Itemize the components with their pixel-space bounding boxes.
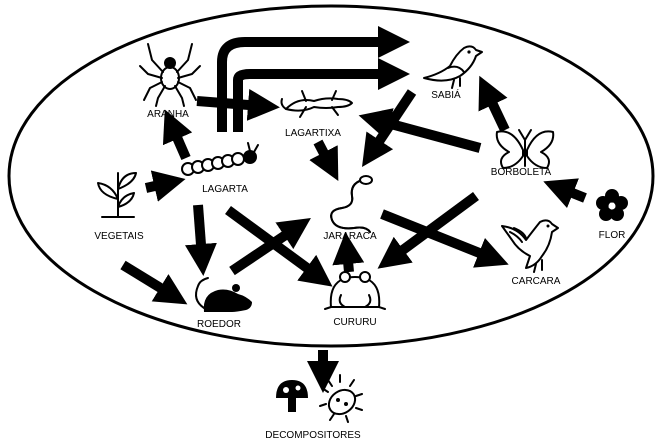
arrow-borboleta-to-sabia (478, 75, 510, 133)
arrow-flor-to-borboleta (543, 178, 587, 209)
gecko-icon (280, 90, 353, 118)
node-label-sabia: SABIÁ (431, 88, 461, 101)
node-label-carcara: CARCARA (512, 276, 561, 287)
toad-icon (324, 271, 386, 310)
node-label-jararaca: JARARACA (323, 231, 377, 242)
arrow-vegetais-to-lagarta (144, 170, 186, 202)
flower-icon (596, 189, 628, 221)
arrow-borboleta-to-lagartixa (358, 108, 482, 153)
node-label-aranha: ARANHA (147, 109, 189, 120)
node-label-lagartixa: LAGARTIXA (285, 128, 341, 139)
caterpillar-icon (181, 142, 259, 176)
arrow-jararaca-to-carcara (380, 209, 509, 268)
arrow-aranha-to-sabia (233, 57, 411, 132)
plant-icon (97, 172, 137, 218)
arrow-aranha-to-lagartixa (196, 88, 280, 121)
spider-icon (139, 43, 201, 107)
snake-icon (330, 175, 373, 233)
arrow-cururu-to-jararaca (332, 232, 365, 273)
arrow-lagarta-to-roedor (184, 204, 217, 276)
node-label-lagarta: LAGARTA (202, 184, 248, 195)
arrow-borboleta-to-cururu (377, 191, 479, 269)
node-label-flor: FLOR (599, 230, 626, 241)
node-label-decompositores: DECOMPOSITORES (265, 430, 361, 441)
hawk-icon (501, 219, 559, 273)
node-label-roedor: ROEDOR (197, 319, 241, 330)
arrow-lagarta-to-aranha (162, 109, 193, 161)
butterfly-icon (495, 129, 555, 169)
arrows (120, 25, 587, 394)
bird-icon (423, 45, 483, 89)
node-label-cururu: CURURU (333, 317, 376, 328)
node-label-vegetais: VEGETAIS (94, 231, 144, 242)
mushroom-bacteria-icon (276, 374, 363, 423)
arrow-roedor-to-jararaca (229, 217, 311, 276)
arrow-lagartixa-to-jararaca (309, 139, 339, 181)
rodent-icon (195, 277, 252, 312)
arrow-aranha-to-sabia-top (217, 25, 411, 132)
arrow-vegetais-to-roedor (120, 260, 188, 305)
node-label-borboleta: BORBOLETA (491, 167, 552, 178)
